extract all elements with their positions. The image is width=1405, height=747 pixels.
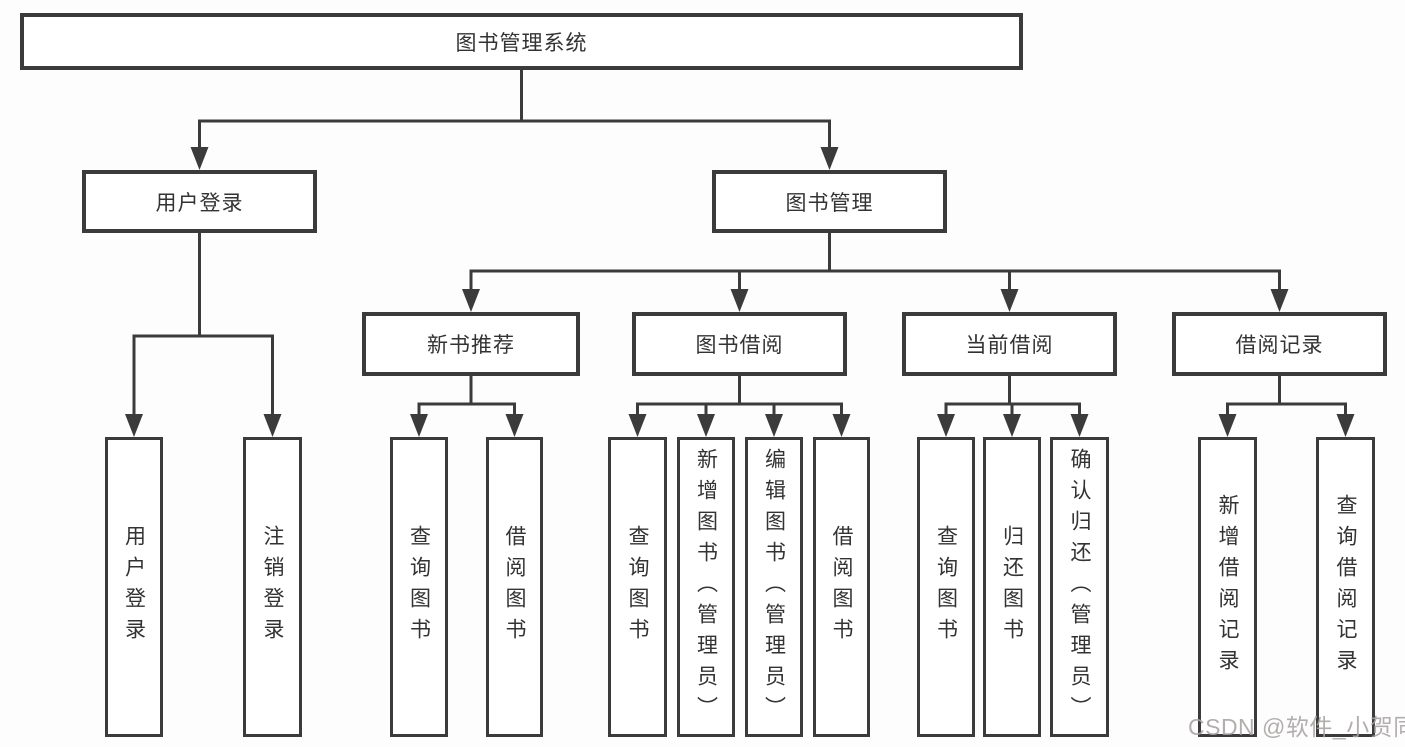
node-label: 用户登录 bbox=[155, 191, 244, 215]
leaf-user-login: 用户登录 bbox=[105, 437, 163, 737]
leaf-rec-borrow-books: 借阅图书 bbox=[486, 437, 543, 737]
leaf-br-query-borrow-record: 查询借阅记录 bbox=[1316, 437, 1375, 737]
leaf-cb-query-books: 查询图书 bbox=[917, 437, 975, 737]
leaf-label: 用户登录 bbox=[122, 525, 146, 649]
leaf-label: 查询图书 bbox=[407, 525, 431, 649]
leaf-label: 查询图书 bbox=[626, 525, 649, 649]
node-label: 当前借阅 bbox=[965, 334, 1054, 357]
node-borrowing-records: 借阅记录 bbox=[1172, 312, 1387, 376]
node-label: 图书管理 bbox=[785, 191, 874, 215]
leaf-br-add-borrow-record: 新增借阅记录 bbox=[1198, 437, 1257, 737]
leaf-rec-query-books: 查询图书 bbox=[390, 437, 448, 737]
leaf-label: 注销登录 bbox=[261, 525, 284, 649]
leaf-label: 确认归还（管理员） bbox=[1068, 447, 1091, 727]
node-new-book-recommend: 新书推荐 bbox=[362, 312, 580, 376]
leaf-cb-return-books: 归还图书 bbox=[983, 437, 1041, 737]
leaf-label: 借阅图书 bbox=[830, 525, 853, 649]
leaf-bb-query-books: 查询图书 bbox=[608, 437, 667, 737]
leaf-label: 编辑图书（管理员） bbox=[762, 447, 786, 727]
leaf-bb-add-books-admin: 新增图书（管理员） bbox=[677, 437, 735, 737]
leaf-label: 查询图书 bbox=[934, 525, 958, 649]
leaf-label: 查询借阅记录 bbox=[1334, 494, 1357, 680]
leaf-bb-borrow-books: 借阅图书 bbox=[813, 437, 870, 737]
node-book-management-system: 图书管理系统 bbox=[20, 13, 1023, 70]
node-current-borrowing: 当前借阅 bbox=[902, 312, 1117, 376]
node-label: 图书管理系统 bbox=[455, 31, 588, 55]
leaf-label: 新增图书（管理员） bbox=[694, 447, 718, 727]
leaf-label: 新增借阅记录 bbox=[1216, 494, 1239, 680]
node-label: 新书推荐 bbox=[427, 334, 515, 357]
leaf-label: 归还图书 bbox=[1000, 525, 1024, 649]
node-book-management: 图书管理 bbox=[712, 170, 947, 233]
node-book-borrowing: 图书借阅 bbox=[632, 312, 847, 376]
leaf-logout-login: 注销登录 bbox=[243, 437, 302, 737]
node-label: 借阅记录 bbox=[1235, 334, 1324, 357]
node-user-login: 用户登录 bbox=[82, 170, 317, 233]
node-label: 图书借阅 bbox=[695, 334, 784, 357]
csdn-watermark: CSDN @软件_小贺同学 bbox=[1188, 714, 1405, 740]
arrowheads bbox=[125, 147, 1355, 437]
leaf-label: 借阅图书 bbox=[503, 525, 526, 649]
leaf-bb-edit-books-admin: 编辑图书（管理员） bbox=[745, 437, 803, 737]
leaf-cb-confirm-return-admin: 确认归还（管理员） bbox=[1050, 437, 1109, 737]
